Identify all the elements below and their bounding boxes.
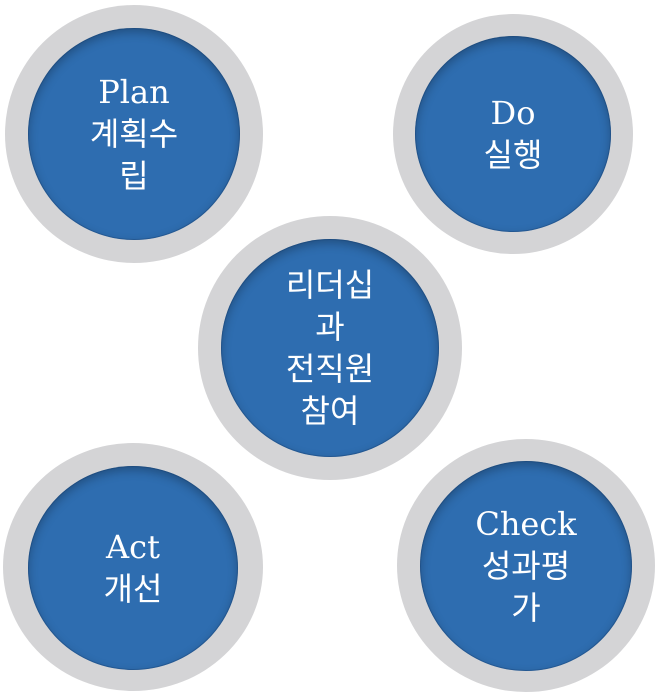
plan-node-label: Plan 계획수 립 — [89, 73, 179, 195]
plan-node: Plan 계획수 립 — [28, 28, 240, 240]
do-node: Do 실행 — [415, 36, 611, 232]
center-node: 리더십 과 전직원 참여 — [221, 239, 439, 457]
check-node: Check 성과평 가 — [420, 461, 632, 671]
check-node-label: Check 성과평 가 — [475, 505, 577, 627]
act-node-label: Act 개선 — [103, 528, 163, 608]
do-node-label: Do 실행 — [483, 94, 543, 174]
act-node: Act 개선 — [28, 466, 238, 670]
center-node-label: 리더십 과 전직원 참여 — [285, 266, 375, 430]
